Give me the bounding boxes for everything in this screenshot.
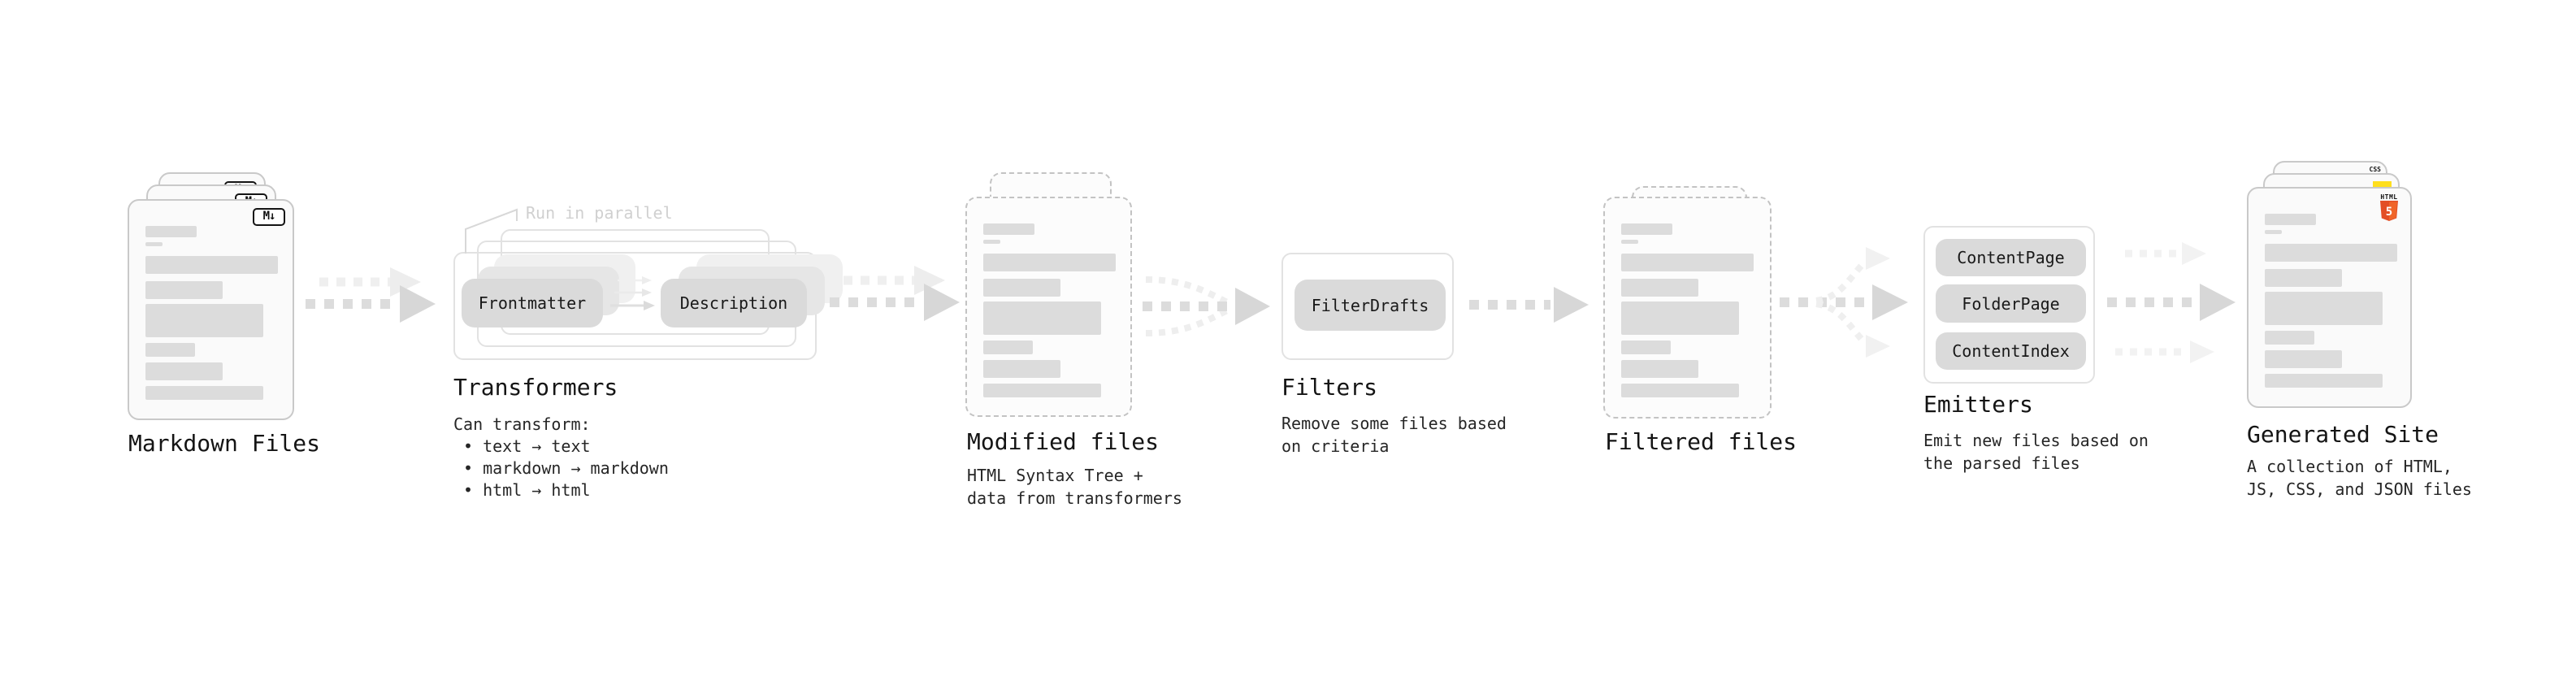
generated-site-desc: A collection of HTML, JS, CSS, and JSON … (2247, 457, 2472, 499)
run-in-parallel-annotation: Run in parallel (526, 203, 673, 223)
text-line-placeholder (983, 240, 1000, 244)
html5-icon-word: HTML (2380, 193, 2398, 201)
text-line-placeholder (1621, 240, 1638, 244)
flow-arrow-transformers-to-modified (830, 266, 960, 321)
text-line-placeholder (2265, 350, 2342, 368)
dotted-arrow (830, 284, 960, 321)
text-line-placeholder (1621, 301, 1739, 335)
text-line-placeholder (145, 281, 223, 299)
text-line-placeholder (983, 254, 1116, 271)
generated-doc-html: HTML 5 (2247, 187, 2412, 408)
flow-arrow-markdown-to-transformers (306, 267, 436, 323)
html5-shield: 5 (2380, 201, 2398, 221)
text-line-placeholder (2265, 214, 2316, 225)
node-generated-site: CSS HTML 5 (2247, 161, 2458, 413)
node-filtered-files (1603, 186, 1782, 426)
filters-desc: Remove some files based on criteria (1281, 414, 1507, 456)
text-line-placeholder (1621, 360, 1698, 378)
flow-arrow-emitters-to-generated (2107, 242, 2236, 363)
text-line-placeholder (2265, 374, 2383, 388)
filters-box: FilterDrafts (1281, 253, 1454, 360)
text-line-placeholder (2265, 269, 2342, 287)
parallel-transform-arrows (610, 276, 655, 310)
text-line-placeholder (145, 362, 223, 380)
text-line-placeholder (1621, 384, 1739, 397)
text-line-placeholder (983, 360, 1060, 378)
emitters-desc: Emit new files based on the parsed files (1923, 431, 2149, 473)
markdown-icon: M↓ (253, 208, 285, 226)
modified-files-label: Modified files (967, 428, 1160, 455)
text-line-placeholder (145, 304, 263, 337)
emitters-title: Emitters (1923, 391, 2033, 418)
js-icon (2373, 181, 2392, 190)
transformer-pill-frontmatter: Frontmatter (462, 279, 603, 327)
filtered-files-label: Filtered files (1605, 428, 1798, 455)
flow-arrow-filters-to-filtered (1469, 287, 1589, 323)
generated-site-label: Generated Site (2247, 421, 2439, 448)
filters-title: Filters (1281, 374, 1378, 401)
text-line-placeholder (2265, 230, 2282, 234)
emitters-box: ContentPage FolderPage ContentIndex (1923, 226, 2095, 384)
text-line-placeholder (983, 223, 1034, 235)
markdown-files-label: Markdown Files (128, 430, 321, 457)
ghost-arrow (843, 266, 945, 295)
emitter-pill-contentpage: ContentPage (1936, 239, 2086, 276)
transformers-desc-heading: Can transform: (453, 414, 591, 434)
svg-text:5: 5 (2386, 206, 2392, 219)
text-line-placeholder (2265, 244, 2397, 262)
text-line-placeholder (145, 256, 278, 274)
text-line-placeholder (983, 301, 1101, 335)
html5-icon: HTML 5 (2379, 193, 2400, 226)
text-line-placeholder (983, 384, 1101, 397)
transformers-bullet-list: • text → text • markdown → markdown • ht… (453, 436, 669, 501)
flow-arrow-filtered-to-emitters (1780, 247, 1908, 358)
markdown-doc-front: M↓ (128, 199, 294, 420)
node-markdown-files: M↓ M↓ M↓ (128, 172, 339, 424)
text-line-placeholder (1621, 279, 1698, 297)
transformers-title: Transformers (453, 374, 618, 401)
text-line-placeholder (983, 279, 1060, 297)
annotation-callout-line (465, 208, 518, 254)
text-line-placeholder (145, 386, 263, 400)
text-line-placeholder (2265, 292, 2383, 325)
bullet-item: • html → html (463, 480, 591, 500)
ghost-arrow (319, 267, 421, 297)
emitter-pill-folderpage: FolderPage (1936, 284, 2086, 323)
modified-files-desc: HTML Syntax Tree + data from transformer… (967, 466, 1182, 508)
text-line-placeholder (145, 226, 197, 237)
text-line-placeholder (2265, 331, 2314, 345)
filter-pill-filterdrafts: FilterDrafts (1295, 280, 1446, 331)
dotted-arrow (306, 285, 436, 323)
text-line-placeholder (1621, 254, 1754, 271)
bullet-item: • markdown → markdown (463, 458, 669, 478)
text-line-placeholder (983, 340, 1033, 354)
transformer-pill-description: Description (661, 279, 807, 327)
bullet-item: • text → text (463, 436, 591, 456)
node-modified-files (965, 172, 1144, 424)
flow-arrow-modified-to-filters (1143, 276, 1270, 336)
text-line-placeholder (145, 242, 163, 246)
text-line-placeholder (1621, 223, 1672, 235)
text-line-placeholder (1621, 340, 1671, 354)
filtered-doc-front (1603, 197, 1772, 419)
text-line-placeholder (145, 343, 195, 357)
emitter-pill-contentindex: ContentIndex (1936, 332, 2086, 370)
modified-doc-front (965, 197, 1132, 417)
